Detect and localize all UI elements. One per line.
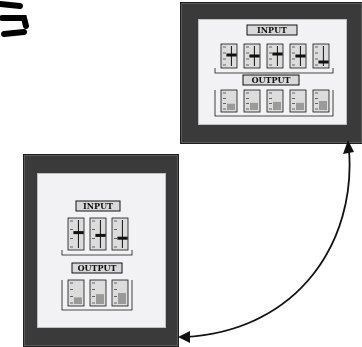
arrowhead-top: [343, 140, 354, 154]
arrow-curve: [186, 150, 350, 337]
arrowhead-bottom: [178, 331, 190, 343]
